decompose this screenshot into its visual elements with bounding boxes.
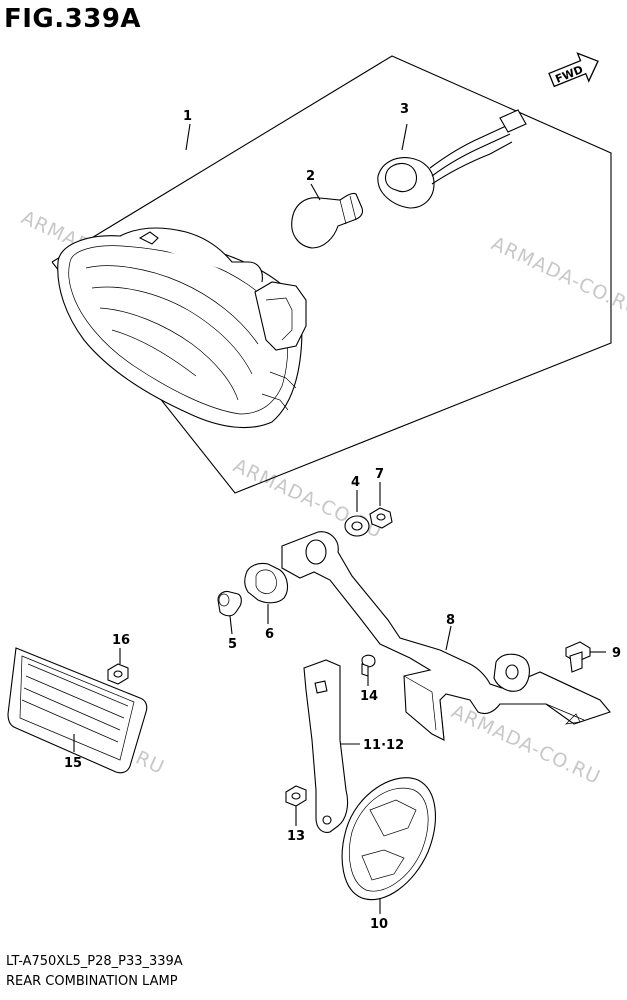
round-reflector bbox=[341, 777, 436, 914]
rectangular-reflector bbox=[7, 647, 148, 774]
fwd-label: FWD bbox=[553, 63, 585, 86]
label-part-4: 4 bbox=[351, 475, 360, 490]
label-part-16: 16 bbox=[112, 633, 130, 648]
figure-title: FIG.339A bbox=[4, 4, 142, 34]
label-part-6: 6 bbox=[265, 627, 274, 642]
label-part-7: 7 bbox=[375, 467, 384, 482]
watermark-2: ARMADA-CO.RU bbox=[488, 233, 627, 321]
label-part-2: 2 bbox=[306, 169, 315, 184]
label-part-3: 3 bbox=[400, 102, 409, 117]
leader-part-1 bbox=[185, 123, 191, 151]
spacer-cylinder bbox=[217, 590, 242, 635]
lamp-assembly-outline bbox=[51, 55, 612, 494]
label-part-5: 5 bbox=[228, 637, 237, 652]
lamp-bracket bbox=[281, 531, 611, 741]
bulb bbox=[291, 183, 364, 249]
label-part-1: 1 bbox=[183, 109, 192, 124]
label-part-10: 10 bbox=[370, 917, 388, 932]
label-part-11-12: 11·12 bbox=[363, 738, 404, 753]
nut-upper bbox=[369, 482, 393, 529]
nut-lower bbox=[285, 785, 307, 826]
bulb-socket bbox=[377, 109, 527, 209]
screw bbox=[361, 654, 376, 686]
label-part-9: 9 bbox=[612, 646, 621, 661]
figure-name: REAR COMBINATION LAMP bbox=[6, 974, 178, 989]
washer bbox=[344, 490, 370, 537]
figure-code: LT-A750XL5_P28_P33_339A bbox=[6, 954, 183, 969]
part-number-labels: 1 2 3 4 5 6 7 8 9 10 11·12 13 14 15 16 bbox=[64, 102, 621, 932]
label-part-15: 15 bbox=[64, 756, 82, 771]
nut-reflector bbox=[107, 648, 129, 685]
tail-lamp-housing bbox=[57, 227, 307, 429]
reflector-stay bbox=[303, 659, 360, 833]
forward-direction-tag: FWD bbox=[548, 52, 599, 88]
collar bbox=[244, 562, 289, 624]
label-part-13: 13 bbox=[287, 829, 305, 844]
label-part-14: 14 bbox=[360, 689, 378, 704]
flange-bolt bbox=[565, 641, 606, 673]
label-part-8: 8 bbox=[446, 613, 455, 628]
